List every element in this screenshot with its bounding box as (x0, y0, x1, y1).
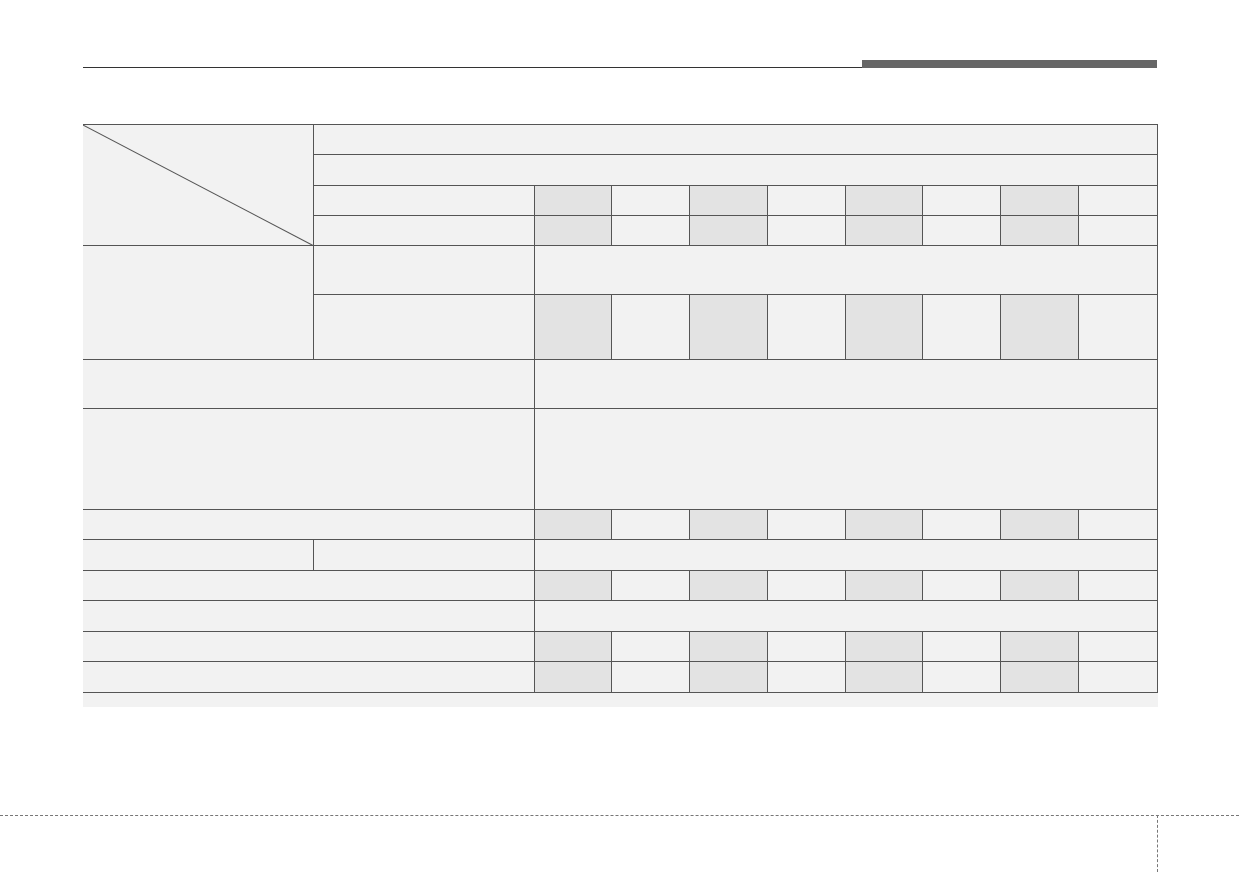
row-h-col-3 (690, 632, 768, 662)
header-row-3-col-5 (846, 186, 923, 216)
row-f-col-7 (1001, 571, 1079, 601)
header-row-4-col-2 (612, 216, 690, 246)
row-d-col-1 (535, 510, 612, 540)
row-f-col-2 (612, 571, 690, 601)
header-row-4-col-7 (1001, 216, 1079, 246)
row-a2-sublabel (314, 295, 535, 360)
row-f-col-1 (535, 571, 612, 601)
row-c-value (535, 409, 1158, 510)
row-d-col-2 (612, 510, 690, 540)
header-row-3-col-8 (1079, 186, 1158, 216)
header-row-3-label (314, 186, 535, 216)
row-b-label (83, 360, 535, 409)
row-e-sublabel (314, 540, 535, 571)
row-d-col-8 (1079, 510, 1158, 540)
row-h-label (83, 632, 535, 662)
row-f-col-5 (846, 571, 923, 601)
section-tab-bar (862, 60, 1157, 68)
row-f-col-3 (690, 571, 768, 601)
header-row-4-col-3 (690, 216, 768, 246)
header-row-1 (314, 124, 1158, 155)
row-d-col-3 (690, 510, 768, 540)
row-d-col-5 (846, 510, 923, 540)
header-row-3-col-7 (1001, 186, 1079, 216)
row-a2-col-3 (690, 295, 768, 360)
header-row-2 (314, 155, 1158, 186)
row-a2-col-5 (846, 295, 923, 360)
row-i-col-4 (768, 662, 846, 693)
row-d-col-7 (1001, 510, 1079, 540)
header-rule (83, 67, 1157, 68)
header-row-4-col-6 (923, 216, 1001, 246)
row-b-value (535, 360, 1158, 409)
diagonal-divider (83, 125, 314, 247)
row-a2-col-1 (535, 295, 612, 360)
row-i-col-6 (923, 662, 1001, 693)
row-i-col-1 (535, 662, 612, 693)
row-h-col-1 (535, 632, 612, 662)
row-a2-col-8 (1079, 295, 1158, 360)
row-f-col-6 (923, 571, 1001, 601)
row-i-col-2 (612, 662, 690, 693)
row-a2-col-2 (612, 295, 690, 360)
corner-header-cell (83, 124, 314, 247)
row-g-value (535, 601, 1158, 632)
row-a2-col-7 (1001, 295, 1079, 360)
row-g-label (83, 601, 535, 632)
header-row-4-col-1 (535, 216, 612, 246)
row-i-col-7 (1001, 662, 1079, 693)
row-h-col-4 (768, 632, 846, 662)
header-row-4-col-8 (1079, 216, 1158, 246)
header-row-3-col-1 (535, 186, 612, 216)
row-i-col-8 (1079, 662, 1158, 693)
row-h-col-6 (923, 632, 1001, 662)
row-f-col-4 (768, 571, 846, 601)
header-row-4-col-5 (846, 216, 923, 246)
row-a2-col-6 (923, 295, 1001, 360)
row-f-label (83, 571, 535, 601)
row-a-label (83, 246, 314, 360)
row-a2-col-4 (768, 295, 846, 360)
row-d-label (83, 510, 535, 540)
footer-dashed-rule (0, 815, 1239, 816)
row-h-col-2 (612, 632, 690, 662)
row-e-label (83, 540, 314, 571)
row-e-value (535, 540, 1158, 571)
header-row-4-label (314, 216, 535, 246)
spec-table (83, 124, 1158, 707)
row-h-col-7 (1001, 632, 1079, 662)
row-a1-sublabel (314, 246, 535, 295)
row-a1-value (535, 246, 1158, 295)
row-h-col-8 (1079, 632, 1158, 662)
header-row-3-col-3 (690, 186, 768, 216)
row-i-col-5 (846, 662, 923, 693)
header-row-3-col-2 (612, 186, 690, 216)
row-i-col-3 (690, 662, 768, 693)
header-row-3-col-6 (923, 186, 1001, 216)
row-h-col-5 (846, 632, 923, 662)
header-row-3-col-4 (768, 186, 846, 216)
row-d-col-6 (923, 510, 1001, 540)
header-row-4-col-4 (768, 216, 846, 246)
row-c-label (83, 409, 535, 510)
crop-mark (1157, 815, 1158, 872)
row-i-label (83, 662, 535, 693)
row-f-col-8 (1079, 571, 1158, 601)
row-d-col-4 (768, 510, 846, 540)
